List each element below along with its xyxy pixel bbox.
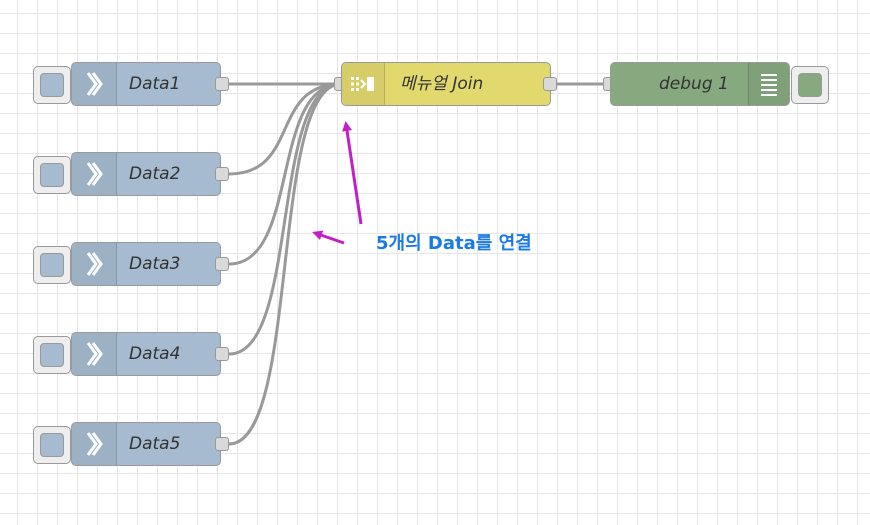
inject-node-label: Data1 bbox=[129, 74, 181, 94]
inject-button-data3[interactable] bbox=[33, 246, 71, 284]
inject-button-data1[interactable] bbox=[33, 66, 71, 104]
wire-data5-join[interactable] bbox=[228, 82, 342, 446]
debug-node[interactable]: debug 1 bbox=[610, 62, 790, 106]
inject-button-face bbox=[40, 343, 64, 367]
arrow-in-icon bbox=[72, 333, 117, 375]
inject-node-data5[interactable]: Data5 bbox=[71, 422, 221, 466]
join-icon bbox=[342, 63, 385, 105]
debug-list-icon bbox=[748, 63, 789, 105]
debug-toggle-face bbox=[798, 73, 822, 97]
output-port-data2[interactable] bbox=[215, 167, 229, 181]
annotation-arrow-to-wires bbox=[312, 230, 345, 245]
arrow-in-icon bbox=[72, 153, 117, 195]
wire-data4-join[interactable] bbox=[228, 82, 342, 356]
inject-node-label: Data4 bbox=[129, 344, 181, 364]
inject-button-face bbox=[40, 163, 64, 187]
debug-node-label: debug 1 bbox=[659, 74, 729, 94]
output-port-data4[interactable] bbox=[215, 347, 229, 361]
output-port-data3[interactable] bbox=[215, 257, 229, 271]
arrow-in-icon bbox=[72, 423, 117, 465]
annotation-text: 5개의 Data를 연결 bbox=[376, 233, 532, 254]
debug-toggle-button[interactable] bbox=[791, 66, 829, 104]
inject-node-label: Data5 bbox=[129, 434, 181, 454]
annotation-arrow-to-join bbox=[342, 121, 363, 225]
join-node[interactable]: 메뉴얼 Join bbox=[341, 62, 551, 106]
inject-button-face bbox=[40, 73, 64, 97]
wire-data3-join[interactable] bbox=[228, 82, 342, 266]
inject-button-face bbox=[40, 253, 64, 277]
join-node-label: 메뉴얼 Join bbox=[400, 74, 484, 94]
inject-button-face bbox=[40, 433, 64, 457]
inject-button-data4[interactable] bbox=[33, 336, 71, 374]
inject-node-data2[interactable]: Data2 bbox=[71, 152, 221, 196]
inject-button-data2[interactable] bbox=[33, 156, 71, 194]
inject-node-label: Data3 bbox=[129, 254, 181, 274]
arrow-in-icon bbox=[72, 243, 117, 285]
arrow-in-icon bbox=[72, 63, 117, 105]
inject-node-data3[interactable]: Data3 bbox=[71, 242, 221, 286]
output-port-data5[interactable] bbox=[215, 437, 229, 451]
inject-node-data1[interactable]: Data1 bbox=[71, 62, 221, 106]
inject-node-label: Data2 bbox=[129, 164, 181, 184]
inject-button-data5[interactable] bbox=[33, 426, 71, 464]
output-port-data1[interactable] bbox=[215, 77, 229, 91]
output-port-join[interactable] bbox=[543, 77, 557, 91]
wire-data2-join[interactable] bbox=[228, 82, 342, 176]
inject-node-data4[interactable]: Data4 bbox=[71, 332, 221, 376]
